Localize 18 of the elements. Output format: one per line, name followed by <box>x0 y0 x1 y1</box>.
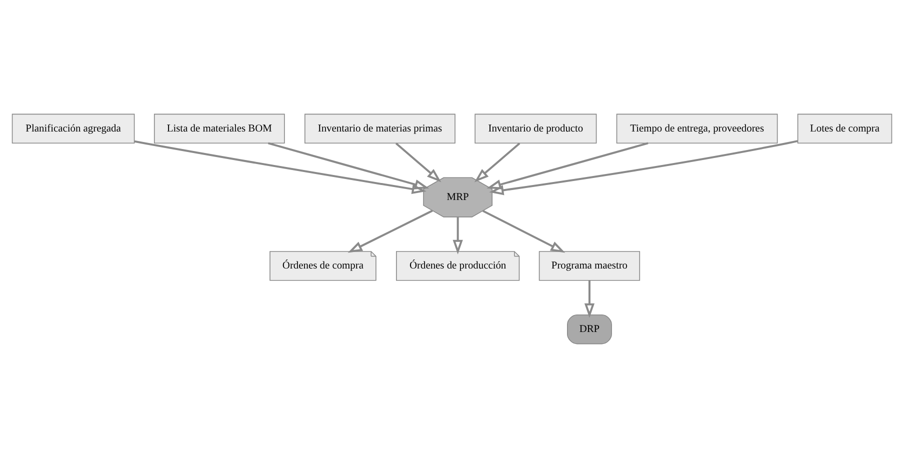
node-box: Inventario de materias primas <box>304 113 456 144</box>
arrow <box>584 280 595 318</box>
arrow <box>474 142 520 182</box>
arrow <box>348 209 433 252</box>
node-box: Programa maestro <box>538 250 640 280</box>
node-box: Planificación agregada <box>12 113 135 144</box>
arrow <box>395 142 442 182</box>
arrow <box>489 140 798 195</box>
arrow <box>482 209 566 252</box>
node-box: Tiempo de entrega, proveedores <box>616 113 778 144</box>
arrow <box>452 216 463 254</box>
arrow <box>134 140 426 194</box>
arrow <box>486 142 648 189</box>
node-box: Lotes de compra <box>797 113 892 144</box>
arrow <box>268 142 430 189</box>
node-box: DRP <box>567 314 612 344</box>
node-box: Inventario de producto <box>474 113 597 144</box>
node-box: Lista de materiales BOM <box>154 113 285 144</box>
